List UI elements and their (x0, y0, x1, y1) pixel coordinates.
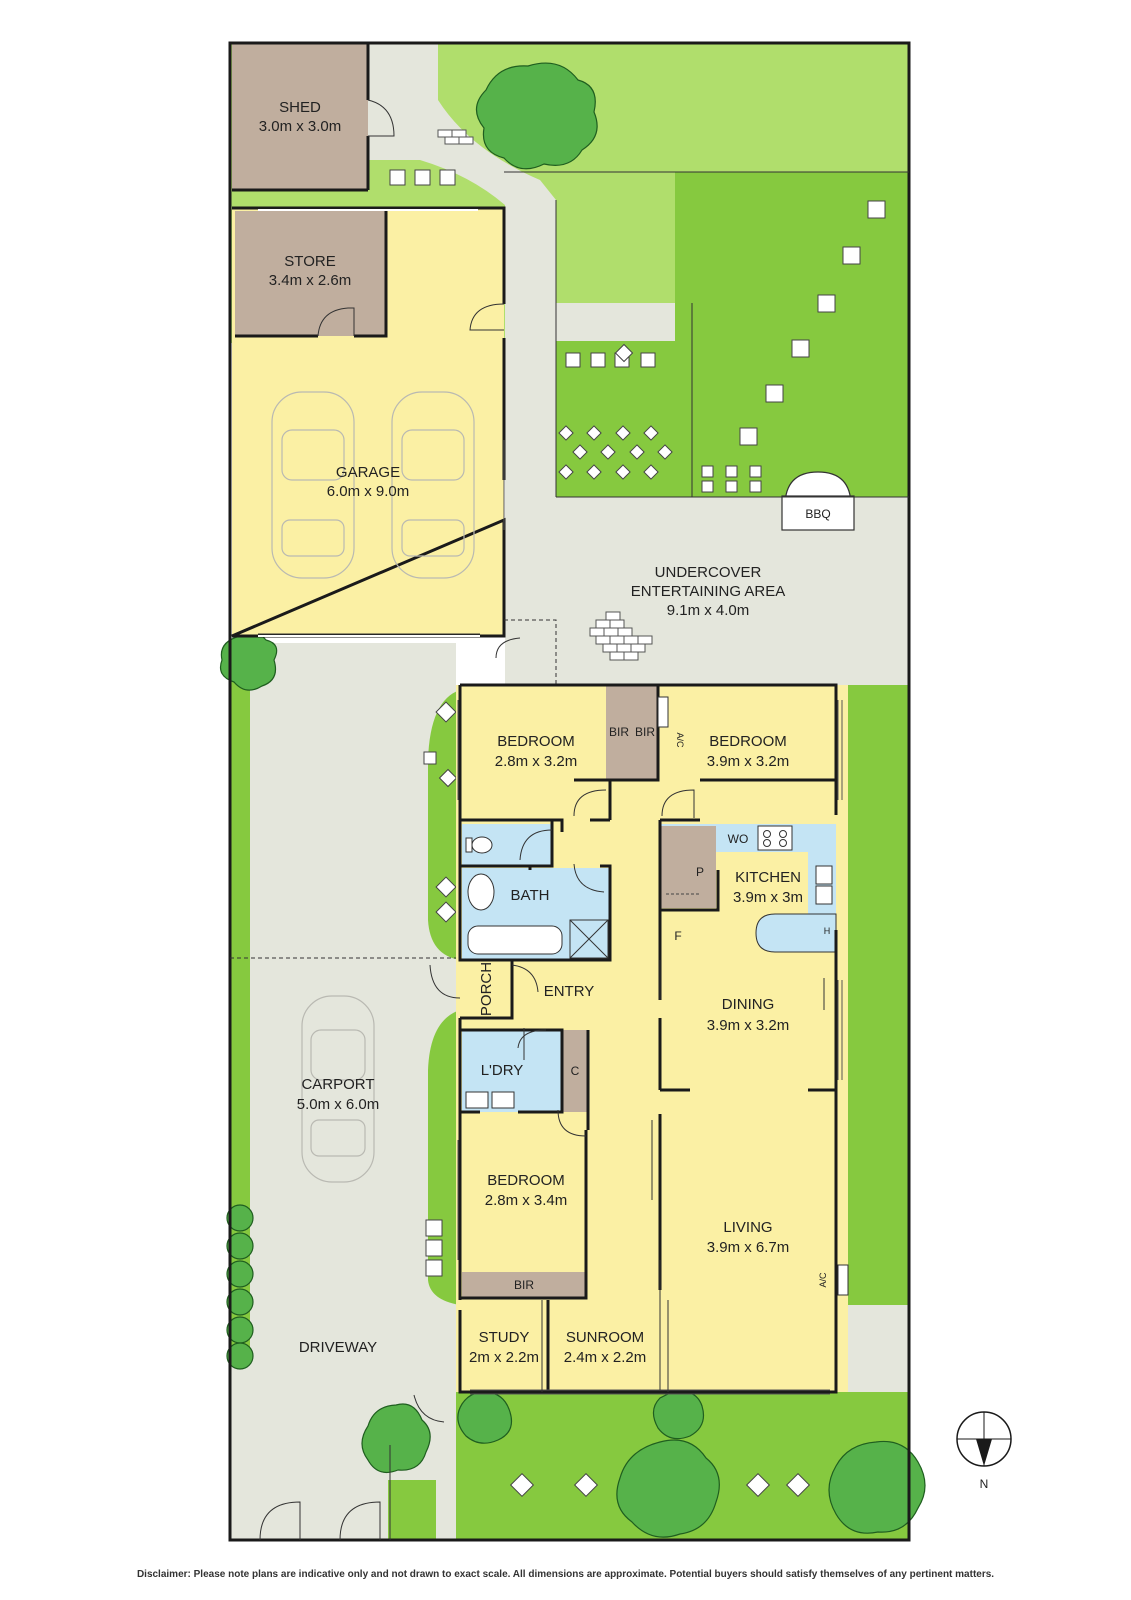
toilet-bowl (471, 836, 493, 854)
dining-name: DINING (722, 996, 775, 1013)
store (235, 211, 386, 336)
disclaimer: Disclaimer: Please note plans are indica… (136, 1569, 995, 1580)
entry-name: ENTRY (544, 983, 595, 1000)
tree-front-1 (361, 1403, 431, 1473)
driveway-name: DRIVEWAY (299, 1339, 377, 1356)
tree-back (475, 62, 598, 170)
house: BIR BIR BIR A/C A/C WO P F H C BEDROOM 2… (259, 440, 849, 1541)
right-lawn (675, 172, 909, 497)
north-label: N (980, 1477, 989, 1491)
bedroom3-name: BEDROOM (487, 1172, 565, 1189)
bedroom2-name: BEDROOM (709, 733, 787, 750)
west-lawn-strip (230, 643, 250, 1363)
hedge-2 (226, 1232, 254, 1260)
ac-label-2: A/C (818, 1272, 828, 1288)
hedge-4 (226, 1288, 254, 1316)
kitchen-island (755, 913, 837, 953)
brick-paving-symbol (437, 129, 653, 661)
undercover-size: 9.1m x 4.0m (667, 602, 750, 619)
bedroom1-name: BEDROOM (497, 733, 575, 750)
pantry-label: P (696, 865, 704, 879)
paving-strip (556, 303, 692, 341)
living-name: LIVING (723, 1219, 772, 1236)
study-name: STUDY (479, 1329, 530, 1346)
undercover-name-2: ENTERTAINING AREA (631, 583, 785, 600)
bbq-label: BBQ (805, 507, 830, 521)
laundry-tub (465, 1091, 489, 1109)
cupboard-label: C (571, 1064, 580, 1078)
h-label: H (824, 926, 831, 936)
bathtub (467, 925, 563, 955)
bir-1 (606, 685, 632, 779)
back-fence (228, 41, 911, 1542)
store-size: 3.4m x 2.6m (269, 272, 352, 289)
cupboard (562, 1030, 588, 1112)
store-name: STORE (284, 253, 335, 270)
north-compass-icon: N (956, 1411, 1012, 1491)
stepping-stones (389, 169, 886, 1498)
laundry-name: L'DRY (481, 1062, 524, 1079)
bir-label-1: BIR (609, 725, 629, 739)
shed-size: 3.0m x 3.0m (259, 118, 342, 135)
bir-2 (632, 685, 658, 779)
study-size: 2m x 2.2m (469, 1349, 539, 1366)
driveway-paving (230, 643, 456, 1540)
porch-name: PORCH (478, 962, 495, 1016)
wo-label: WO (728, 832, 749, 846)
shed-name: SHED (279, 99, 321, 116)
tree-garage (219, 631, 278, 691)
ac-label-1: A/C (675, 732, 685, 748)
front-walk (436, 1392, 456, 1540)
bir-label-3: BIR (514, 1278, 534, 1292)
garden-path (368, 43, 556, 489)
tree-front-5 (828, 1440, 926, 1534)
carport-name: CARPORT (301, 1076, 374, 1093)
bath-name: BATH (511, 887, 550, 904)
bedroom3-size: 2.8m x 3.4m (485, 1192, 568, 1209)
veg-plants (558, 425, 673, 480)
bir-label-2: BIR (635, 725, 655, 739)
garage-size: 6.0m x 9.0m (327, 483, 410, 500)
bedroom1-size: 2.8m x 3.2m (495, 753, 578, 770)
living-size: 3.9m x 6.7m (707, 1239, 790, 1256)
hedge-6 (226, 1342, 254, 1370)
trees (219, 62, 926, 1538)
tree-front-2 (457, 1391, 513, 1444)
bedroom2-size: 3.9m x 3.2m (707, 753, 790, 770)
cooktop (757, 825, 793, 851)
tree-front-4 (616, 1439, 720, 1538)
dining-size: 3.9m x 3.2m (707, 1017, 790, 1034)
undercover-name-1: UNDERCOVER (655, 564, 762, 581)
fridge-label: F (674, 929, 681, 943)
garage: STORE 3.4m x 2.6m GARAGE 6.0m x 9.0m (231, 206, 506, 1183)
garage-name: GARAGE (336, 464, 400, 481)
bbq: BBQ (781, 471, 855, 531)
sink (815, 865, 833, 885)
sunroom-size: 2.4m x 2.2m (564, 1349, 647, 1366)
sunroom-name: SUNROOM (566, 1329, 644, 1346)
hedge-3 (226, 1260, 254, 1288)
tree-front-3 (652, 1390, 705, 1440)
kitchen-name: KITCHEN (735, 869, 801, 886)
shed: SHED 3.0m x 3.0m (232, 43, 395, 192)
hedge-1 (226, 1204, 254, 1232)
carport-size: 5.0m x 6.0m (297, 1096, 380, 1113)
bir-3 (462, 1272, 586, 1298)
pantry (660, 826, 716, 908)
vanity (467, 873, 495, 911)
east-lawn (848, 685, 909, 1305)
kitchen-size: 3.9m x 3m (733, 889, 803, 906)
